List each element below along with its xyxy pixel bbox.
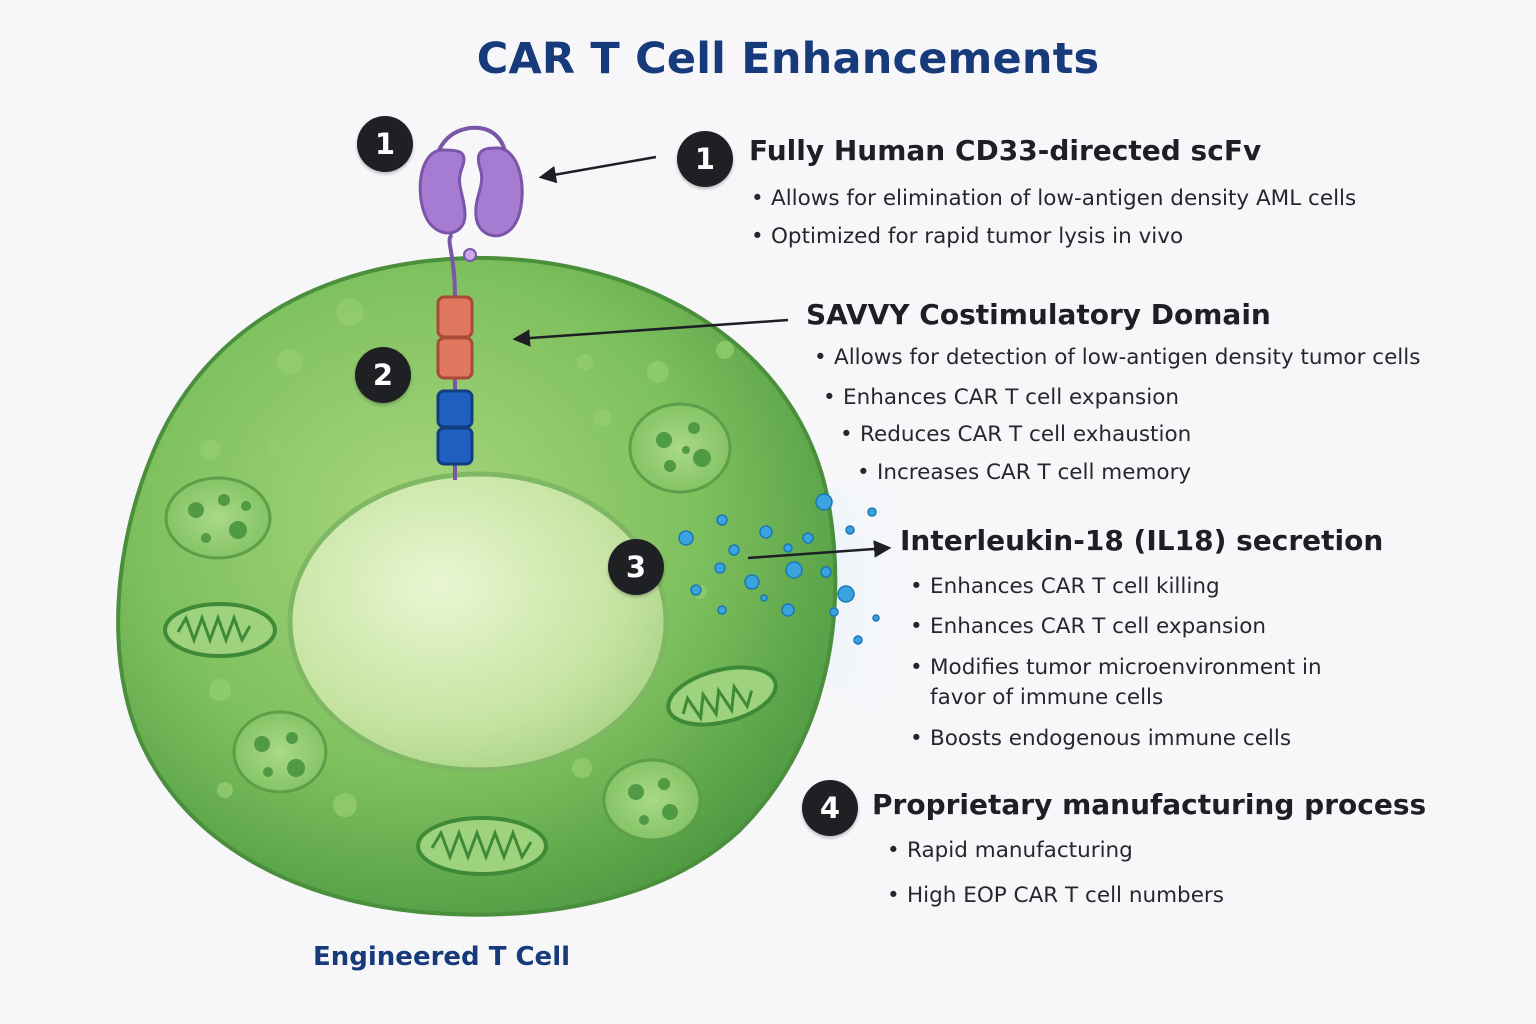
mitochondrion [163, 602, 277, 658]
section-heading: Proprietary manufacturing process [872, 788, 1427, 821]
cell-caption: Engineered T Cell [313, 942, 571, 972]
bullet-item: Allows for elimination of low-antigen de… [751, 184, 1356, 214]
organelle-vesicle [164, 476, 272, 560]
il18-particles [678, 493, 880, 645]
bullet-item: Enhances CAR T cell killing [910, 572, 1220, 602]
mitochondrion [666, 665, 778, 727]
mitochondrion [416, 816, 548, 876]
bullet-item: Enhances CAR T cell expansion [910, 612, 1266, 642]
bullet-item-continuation: favor of immune cells [930, 685, 1164, 710]
bullet-item: High EOP CAR T cell numbers [887, 881, 1224, 911]
organelle-vesicle [628, 402, 732, 494]
arrow-il18-secretion [747, 540, 892, 560]
marker-section-4: 4 [802, 780, 858, 836]
costim-domain-upper [436, 295, 474, 339]
bullet-item: Allows for detection of low-antigen dens… [814, 343, 1420, 373]
costim-domain-lower [436, 336, 474, 380]
section-heading: Interleukin-18 (IL18) secretion [900, 524, 1384, 557]
bullet-item: Rapid manufacturing [887, 836, 1133, 866]
signaling-domain-lower [436, 426, 474, 466]
organelle-vesicle [602, 758, 702, 842]
marker-il18-secretion: 3 [608, 539, 664, 595]
marker-costim-domain: 2 [355, 347, 411, 403]
arrow-to-costim-domain [512, 318, 789, 347]
arrow-to-scfv [538, 155, 657, 184]
organelle-vesicle [232, 710, 328, 794]
cytoplasm-vesicles [200, 298, 734, 817]
marker-scfv: 1 [357, 116, 413, 172]
bullet-item: Optimized for rapid tumor lysis in vivo [751, 222, 1183, 252]
bullet-item: Modifies tumor microenvironment in [910, 653, 1322, 683]
nucleus [287, 471, 669, 773]
bullet-item: Increases CAR T cell memory [857, 458, 1191, 488]
scfv-heavy-chain [474, 146, 524, 238]
scfv-light-chain [418, 148, 467, 235]
bullet-item: Enhances CAR T cell expansion [823, 383, 1179, 413]
bullet-item: Reduces CAR T cell exhaustion [840, 420, 1191, 450]
marker-section-1: 1 [677, 131, 733, 187]
signaling-domain-upper [436, 389, 474, 429]
bullet-item: Boosts endogenous immune cells [910, 724, 1291, 754]
section-heading: SAVVY Costimulatory Domain [806, 298, 1271, 331]
car-receptor [418, 125, 524, 480]
page-title: CAR T Cell Enhancements [476, 34, 1100, 84]
section-heading: Fully Human CD33-directed scFv [749, 134, 1262, 167]
